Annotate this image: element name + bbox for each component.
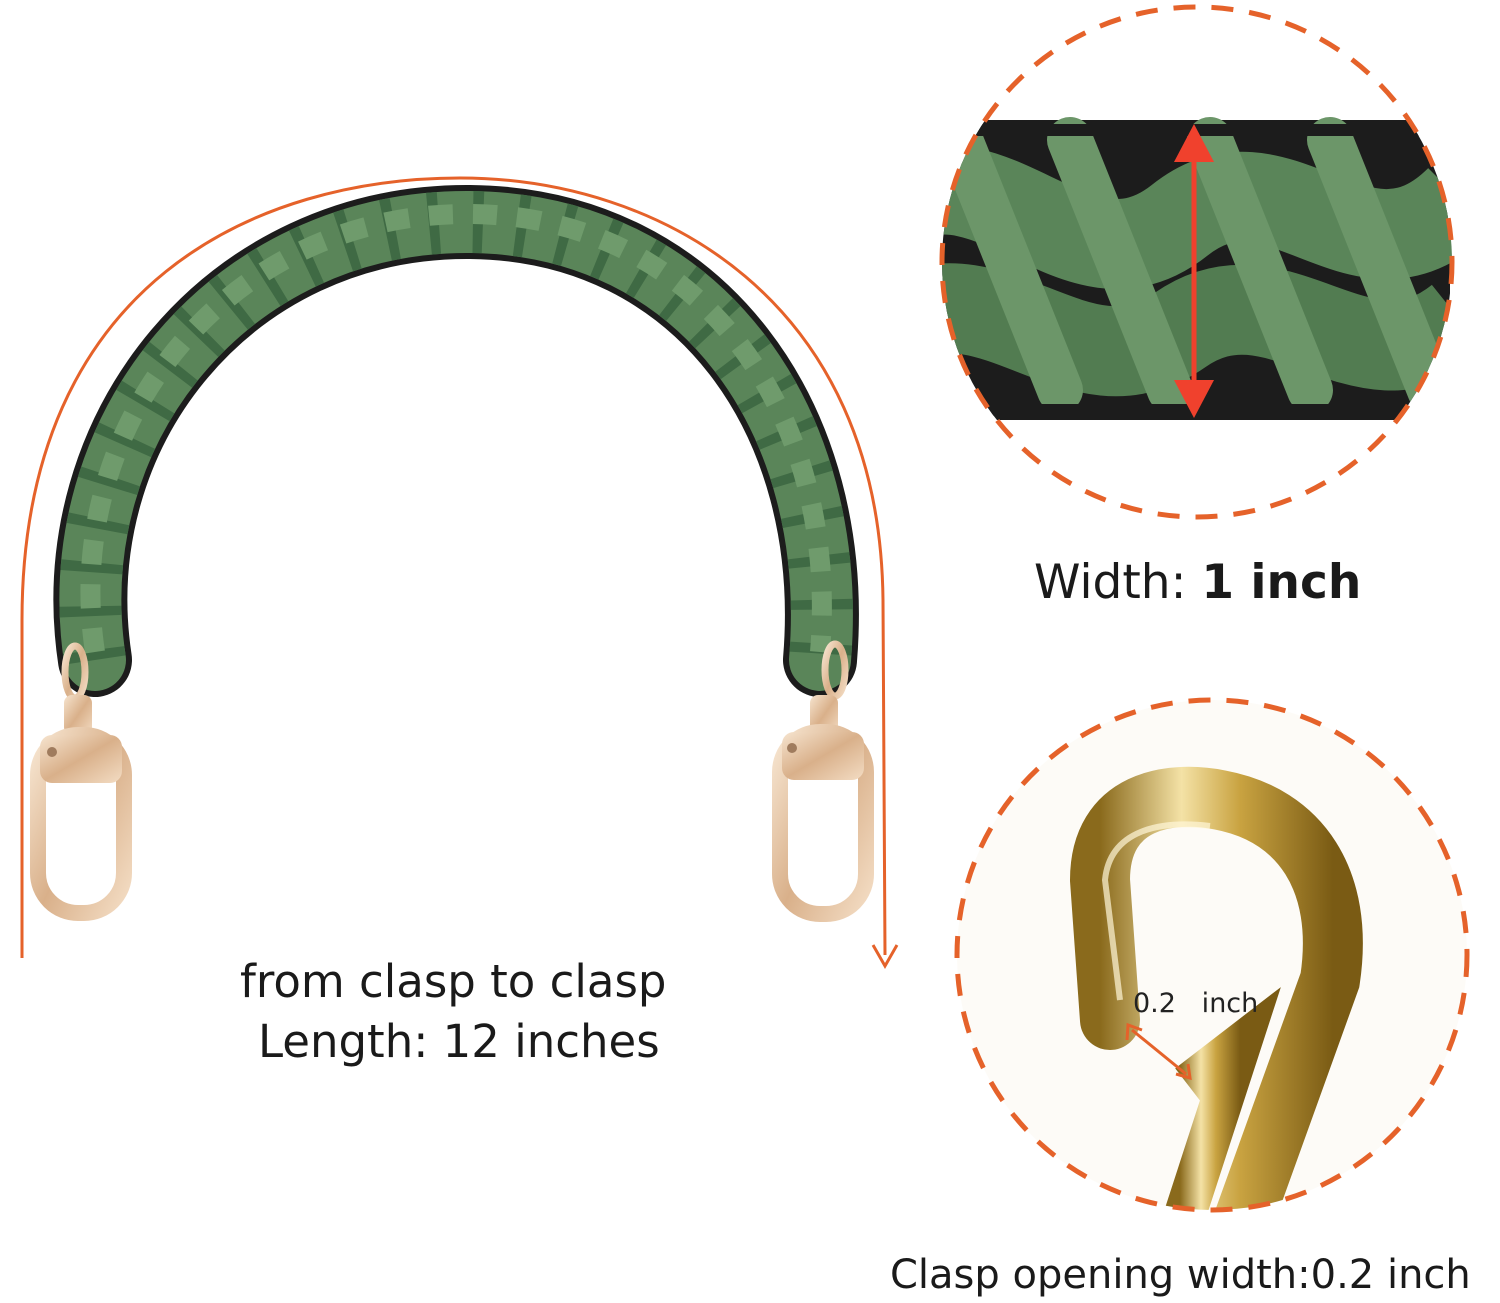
left-clasp bbox=[30, 642, 132, 921]
clasp-caption: Clasp opening width:0.2 inch bbox=[890, 1252, 1471, 1298]
width-detail-circle bbox=[939, 4, 1455, 520]
clasp-detail-circle bbox=[954, 697, 1470, 1213]
length-arc bbox=[20, 176, 887, 958]
clasp-gap-arrow bbox=[1131, 1028, 1187, 1076]
braided-strap bbox=[53, 184, 859, 697]
length-label-line2: Length: 12 inches bbox=[258, 1015, 660, 1068]
width-value: 1 inch bbox=[1201, 555, 1362, 610]
right-clasp bbox=[772, 640, 874, 922]
width-label-text: Width bbox=[1034, 555, 1171, 610]
length-label-line1: from clasp to clasp bbox=[240, 955, 667, 1008]
width-label: Width: 1 inch bbox=[1034, 555, 1361, 610]
width-separator: : bbox=[1170, 555, 1187, 610]
clasp-gap-label: 0.2 inch bbox=[1133, 988, 1259, 1019]
length-arrowhead bbox=[871, 944, 899, 970]
